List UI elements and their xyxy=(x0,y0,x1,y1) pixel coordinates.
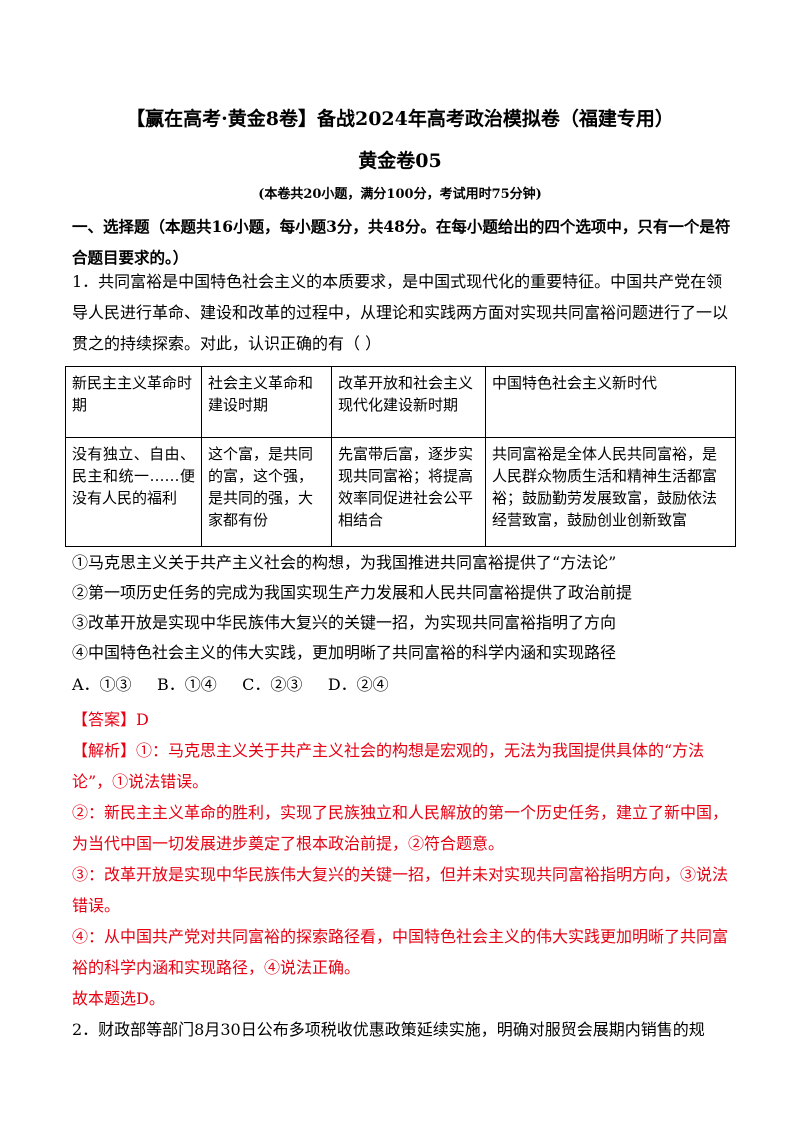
statement-3: ③改革开放是实现中华民族伟大复兴的关键一招，为实现共同富裕指明了方向 xyxy=(72,613,617,632)
paper-subtitle: 黄金卷05 xyxy=(358,150,442,172)
page-title: 【赢在高考·黄金8卷】备战2024年高考政治模拟卷（福建专用） xyxy=(126,108,674,130)
answer-label: 【答案】D xyxy=(72,710,149,729)
table-cell: 没有独立、自由、民主和统一……便没有人民的福利 xyxy=(65,437,202,547)
table-header-cell: 改革开放和社会主义现代化建设新时期 xyxy=(331,366,486,438)
analysis-4: ④：从中国共产党对共同富裕的探索路径看，中国特色社会主义的伟大实践更加明晰了共同… xyxy=(72,927,729,977)
table-header-cell: 社会主义革命和建设时期 xyxy=(201,366,332,438)
statement-4: ④中国特色社会主义的伟大实践，更加明晰了共同富裕的科学内涵和实现路径 xyxy=(72,643,617,662)
question-1-table: 新民主主义革命时期 社会主义革命和建设时期 改革开放和社会主义现代化建设新时期 … xyxy=(65,366,736,547)
question-1-stem: 1．共同富裕是中国特色社会主义的本质要求，是中国式现代化的重要特征。中国共产党在… xyxy=(72,272,729,353)
question-2-stem: 2．财政部等部门8月30日公布多项税收优惠政策延续实施，明确对服贸会展期内销售的… xyxy=(72,1020,705,1039)
table-cell: 先富带后富，逐步实现共同富裕；将提高效率同促进社会公平相结合 xyxy=(331,437,486,547)
answer-choices: A．①③ B．①④ C．②③ D．②④ xyxy=(72,675,389,694)
table-header-cell: 新民主主义革命时期 xyxy=(65,366,202,438)
conclusion: 故本题选D。 xyxy=(72,989,165,1008)
exam-note: (本卷共20小题，满分100分，考试用时75分钟) xyxy=(258,187,542,202)
table-cell: 共同富裕是全体人民共同富裕，是人民群众物质生活和精神生活都富裕；鼓励勤劳发展致富… xyxy=(485,437,736,547)
table-header-cell: 中国特色社会主义新时代 xyxy=(485,366,736,438)
table-cell: 这个富，是共同的富，这个强，是共同的强，大家都有份 xyxy=(201,437,332,547)
statement-2: ②第一项历史任务的完成为我国实现生产力发展和人民共同富裕提供了政治前提 xyxy=(72,583,633,602)
analysis-2: ②：新民主主义革命的胜利，实现了民族独立和人民解放的第一个历史任务，建立了新中国… xyxy=(72,803,729,853)
section-heading: 一、选择题（本题共16小题，每小题3分，共48分。在每小题给出的四个选项中，只有… xyxy=(72,217,731,267)
analysis-3: ③：改革开放是实现中华民族伟大复兴的关键一招，但并未对实现共同富裕指明方向，③说… xyxy=(72,865,729,915)
analysis-1: 【解析】①：马克思主义关于共产主义社会的构想是宏观的，无法为我国提供具体的“方法… xyxy=(72,741,705,791)
statement-1: ①马克思主义关于共产主义社会的构想，为我国推进共同富裕提供了“方法论” xyxy=(72,553,617,572)
